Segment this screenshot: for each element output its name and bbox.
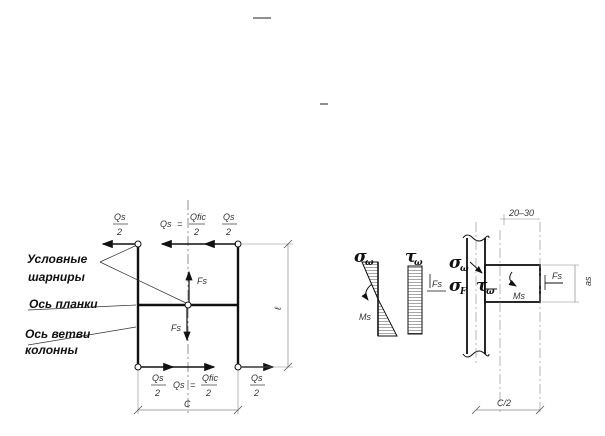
hinge-bottom-right bbox=[234, 363, 242, 371]
branch-axis-label-line2: колонны bbox=[25, 343, 79, 357]
sigma-bottom-triangle bbox=[377, 298, 398, 337]
branch-axis-leader bbox=[27, 326, 137, 346]
top-right-force-label: Qs 2 bbox=[222, 212, 237, 237]
hinges-label-line2: шарниры bbox=[28, 270, 86, 284]
bottom-right-force-label: Qs 2 bbox=[250, 373, 265, 398]
hinges-label-line1: Условные bbox=[27, 252, 88, 266]
svg-text:2: 2 bbox=[154, 388, 160, 398]
svg-text:=: = bbox=[190, 380, 195, 390]
plate-axis-label: Ось планки bbox=[29, 297, 98, 311]
svg-text:2: 2 bbox=[116, 227, 122, 237]
right-diagram: σ ω Ms τ ω Fs 20–30 σ ω σ F τ ω bbox=[354, 208, 593, 415]
half-width-dimension-label: C/2 bbox=[497, 398, 511, 408]
sigma-w2-arrow bbox=[469, 261, 483, 274]
tau-diagram-rect bbox=[407, 265, 423, 335]
svg-text:=: = bbox=[177, 219, 182, 229]
sigma-w2-label: σ bbox=[449, 253, 462, 273]
height-dimension-label: ℓ bbox=[273, 307, 283, 311]
hinge-leader-2 bbox=[99, 261, 187, 304]
sigma-f-label: σ bbox=[449, 276, 462, 296]
svg-text:Qs: Qs bbox=[152, 373, 164, 383]
bottom-left-force-label: Qs 2 bbox=[151, 373, 166, 398]
fs-right-label: Fs bbox=[552, 271, 562, 281]
svg-text:2: 2 bbox=[225, 227, 231, 237]
bottom-middle-force-label: Qs = Qfic 2 bbox=[173, 373, 219, 398]
svg-text:Qs: Qs bbox=[251, 373, 263, 383]
moment-left-arrow bbox=[361, 283, 373, 301]
svg-text:ω: ω bbox=[414, 258, 423, 268]
top-middle-force-label: Qs = Qfic 2 bbox=[160, 212, 207, 237]
svg-text:Qfic: Qfic bbox=[202, 373, 219, 383]
svg-text:2: 2 bbox=[193, 227, 199, 237]
weld-dimension-label: 20–30 bbox=[508, 208, 534, 218]
left-diagram: Fs Fs Qs 2 Qs = Qfic 2 Qs 2 Qs 2 Qs = bbox=[25, 200, 293, 415]
svg-text:Qs: Qs bbox=[114, 212, 126, 222]
svg-text:Qs: Qs bbox=[223, 212, 235, 222]
svg-text:Qs: Qs bbox=[173, 380, 185, 390]
svg-text:ω: ω bbox=[486, 287, 495, 297]
ms-left-label: Ms bbox=[359, 312, 371, 322]
width-dimension-label: C bbox=[184, 399, 191, 409]
plate-force-bottom-label: Fs bbox=[171, 323, 181, 333]
svg-text:2: 2 bbox=[253, 388, 259, 398]
as-dimension-label: as bbox=[583, 276, 593, 286]
fs-mid-label: Fs bbox=[432, 279, 442, 289]
ms-right-label: Ms bbox=[513, 291, 525, 301]
tau-w2-label: τ bbox=[476, 276, 488, 296]
moment-right-arrow bbox=[508, 271, 517, 287]
hinge-leader-1 bbox=[99, 245, 136, 263]
tau-w-label: τ bbox=[405, 247, 417, 267]
branch-axis-label-line1: Ось ветви bbox=[25, 327, 91, 341]
branch-break-top bbox=[462, 234, 490, 242]
hinge-top-left bbox=[134, 240, 142, 248]
sigma-top-triangle bbox=[361, 261, 379, 300]
svg-text:Qs: Qs bbox=[160, 219, 172, 229]
svg-text:2: 2 bbox=[205, 388, 211, 398]
svg-text:F: F bbox=[459, 287, 467, 297]
hinge-bottom-left bbox=[134, 363, 142, 371]
branch-break-bottom bbox=[462, 350, 490, 358]
plate-axis-leader bbox=[27, 304, 137, 311]
svg-text:Qfic: Qfic bbox=[190, 212, 207, 222]
svg-text:ω: ω bbox=[460, 264, 469, 274]
hinge-center bbox=[184, 301, 192, 309]
plate-force-top-label: Fs bbox=[197, 276, 207, 286]
top-left-force-label: Qs 2 bbox=[113, 212, 128, 237]
